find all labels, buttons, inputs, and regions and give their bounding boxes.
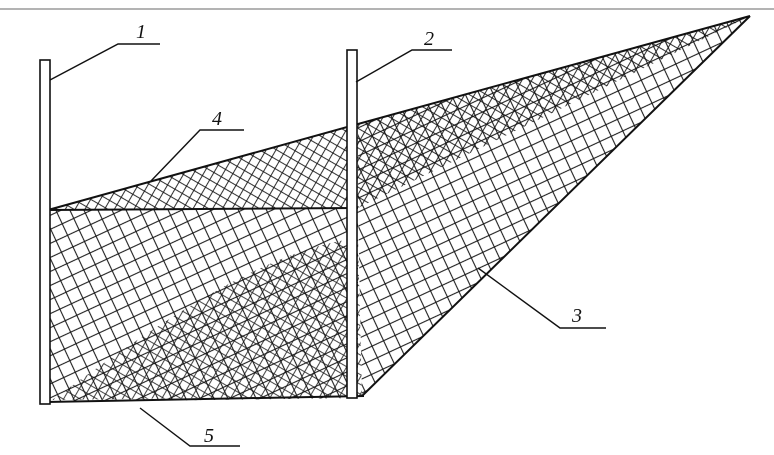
label-pole-left: 1 bbox=[136, 21, 146, 43]
label-net-tail: 3 bbox=[571, 305, 582, 327]
leader-line-3 bbox=[477, 267, 606, 329]
net-inner-bag bbox=[52, 238, 362, 400]
net-tail-edge bbox=[361, 15, 751, 397]
leader-line-1 bbox=[49, 43, 160, 81]
leader-line-5 bbox=[139, 407, 240, 447]
pole-right bbox=[346, 49, 358, 399]
net-mid-edge bbox=[47, 207, 359, 211]
net-bottom-edge bbox=[45, 395, 365, 403]
leader-line-4 bbox=[149, 129, 244, 183]
leader-line-2 bbox=[355, 49, 452, 83]
label-top-line: 4 bbox=[212, 108, 222, 130]
label-pole-right: 2 bbox=[424, 28, 434, 50]
label-bottom-line: 5 bbox=[204, 425, 214, 447]
pole-left bbox=[39, 59, 51, 405]
